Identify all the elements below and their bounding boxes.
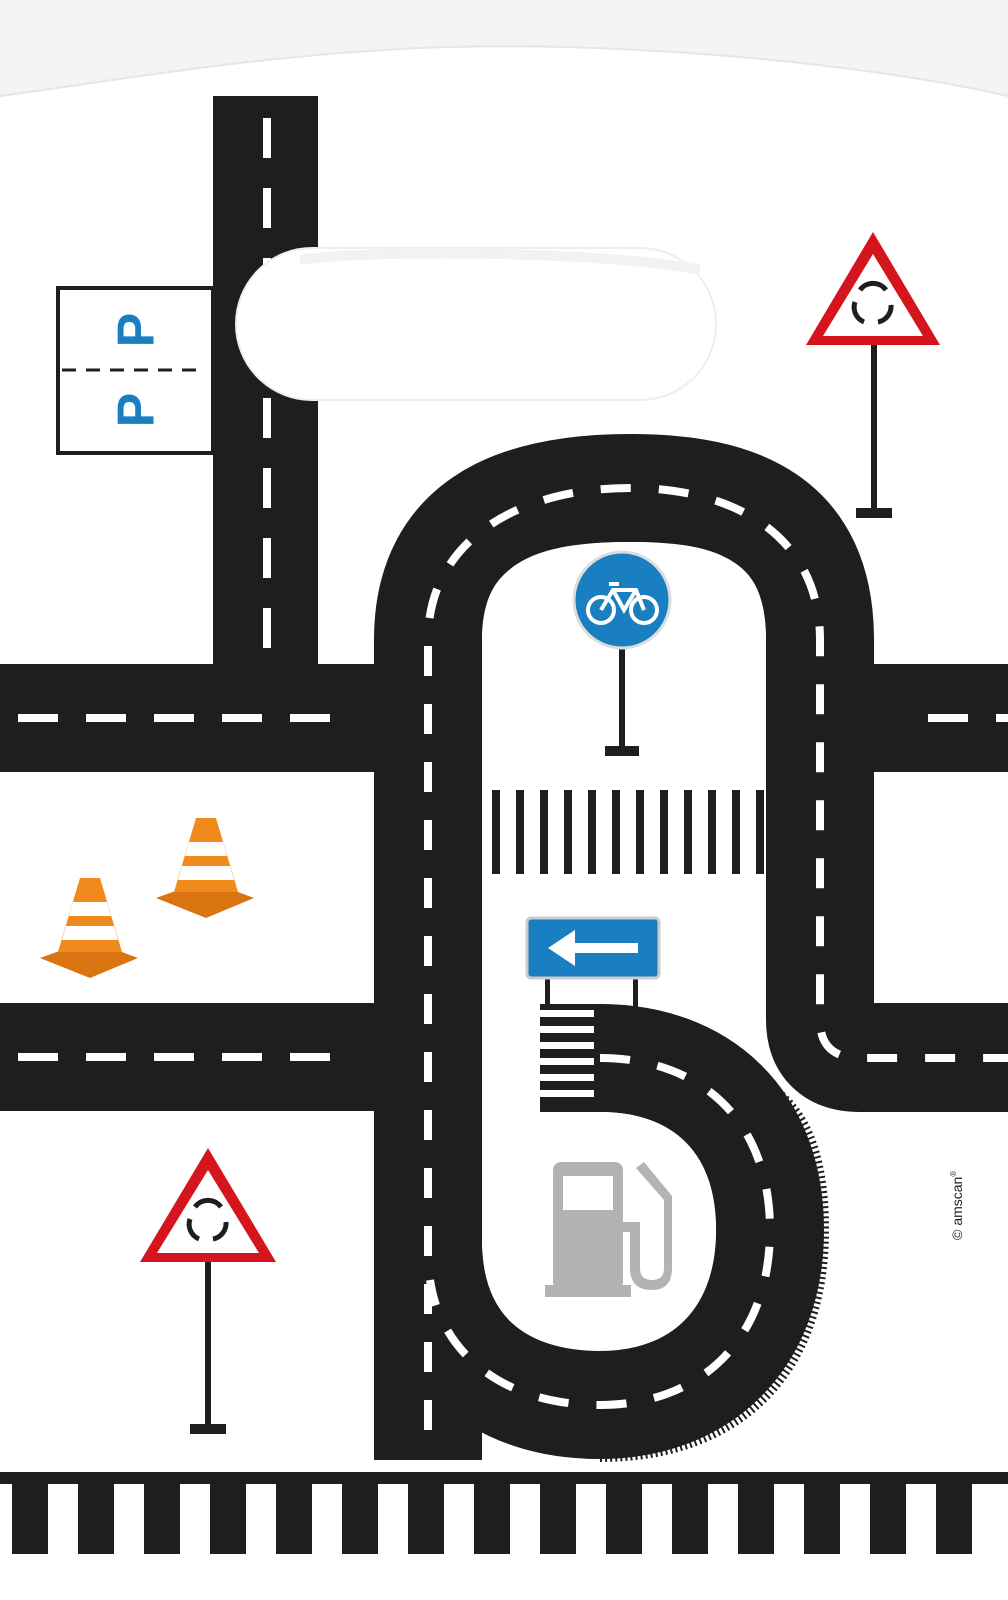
parking-sign: P P	[56, 286, 215, 455]
road-horizontal-upper	[0, 664, 440, 772]
roundabout-warning-sign-bottom	[140, 1148, 276, 1434]
bottom-stripe-bar	[0, 1472, 1008, 1484]
fuel-pump-icon	[545, 1162, 672, 1297]
zebra-crossing-lower	[490, 1010, 594, 1097]
registered-mark: ®	[949, 1171, 958, 1177]
road-horizontal-lower	[0, 1003, 440, 1111]
traffic-cone	[156, 818, 254, 918]
left-arrow-direction-sign	[525, 916, 661, 1007]
brand-mark: © amscan®	[949, 1171, 965, 1240]
brand-name: © amscan®	[949, 1171, 965, 1240]
bag-handle-hole	[235, 247, 717, 401]
traffic-cone	[40, 878, 138, 978]
parking-letter-top: P	[108, 313, 166, 348]
bicycle-icon	[586, 582, 659, 625]
bicycle-path-sign	[572, 550, 672, 756]
left-arrow-icon	[548, 930, 638, 966]
bag-top-fold	[0, 0, 1008, 96]
lane-markings	[18, 118, 1008, 1430]
parking-letter-bottom: P	[108, 393, 166, 428]
brand-name-text: amscan	[949, 1177, 965, 1226]
copyright-mark: ©	[949, 1229, 965, 1240]
tire-track	[599, 1084, 830, 1462]
roundabout-arrows-icon	[851, 280, 894, 325]
roundabout-warning-sign-top	[806, 232, 940, 518]
zebra-crossing-upper	[492, 790, 764, 874]
roundabout-arrows-icon	[186, 1197, 229, 1242]
bottom-zebra-border	[12, 1484, 972, 1554]
